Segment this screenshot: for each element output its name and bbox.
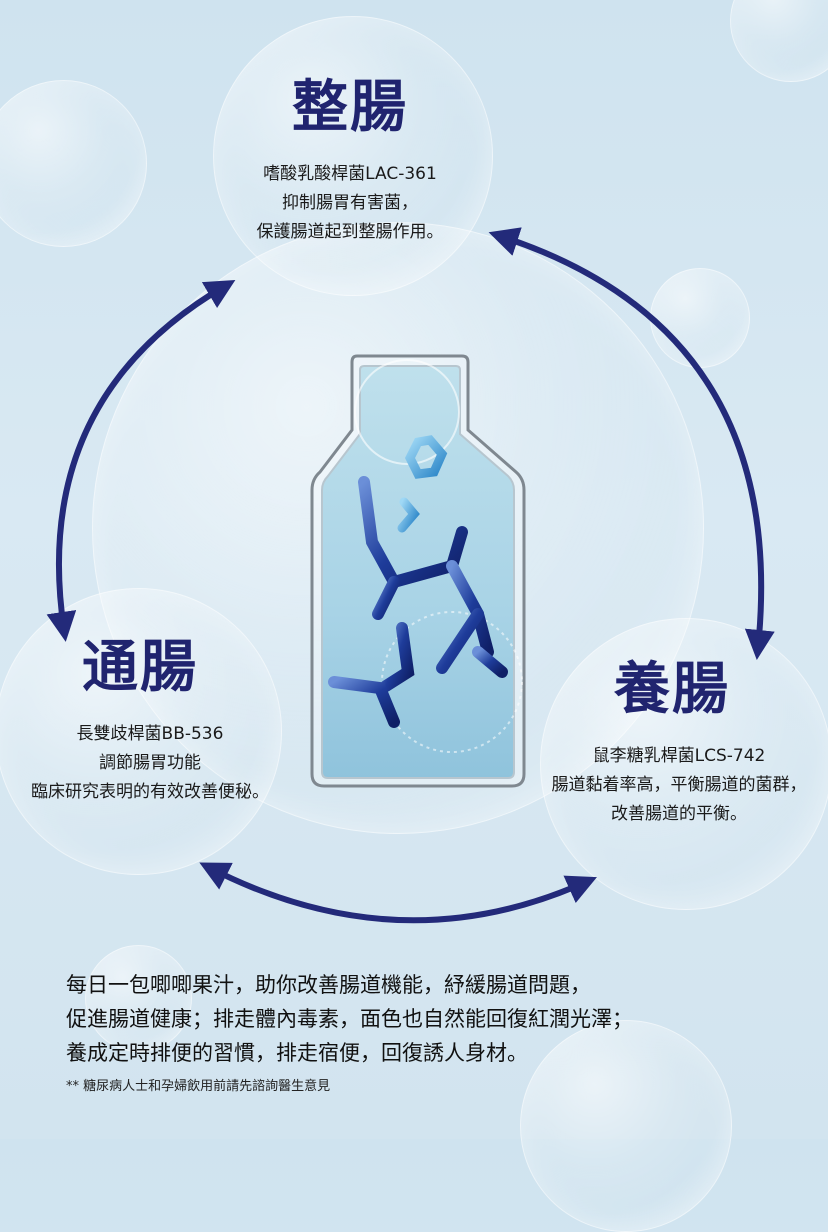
desc-left-line-1: 長雙歧桿菌BB-536: [76, 724, 224, 744]
desc-top-line-2: 抑制腸胃有害菌，: [282, 193, 418, 213]
bubble-bottom-left: [85, 945, 192, 1052]
title-left: 通腸: [82, 635, 198, 700]
title-top: 整腸: [292, 75, 408, 140]
footer-line-2: 促進腸道健康；排走體內毒素，面色也自然能回復紅潤光澤；: [66, 1007, 633, 1031]
health-note: ** 糖尿病人士和孕婦飲用前請先諮詢醫生意見: [66, 1079, 331, 1094]
desc-right-line-3: 改善腸道的平衡。: [611, 804, 747, 824]
desc-right-line-2: 腸道黏着率高，平衡腸道的菌群，: [551, 775, 807, 795]
juice-pouch-illustration: [310, 354, 526, 788]
cycle-arrow-icon: [46, 227, 775, 924]
bubble-right: [540, 618, 828, 910]
bubble-top: [213, 16, 493, 296]
bubble-left-top: [0, 80, 147, 247]
desc-top: 嗜酸乳酸桿菌LAC-361 抑制腸胃有害菌， 保護腸道起到整腸作用。: [200, 160, 500, 247]
desc-top-line-1: 嗜酸乳酸桿菌LAC-361: [263, 164, 437, 184]
desc-top-line-3: 保護腸道起到整腸作用。: [256, 222, 444, 242]
desc-right: 鼠李糖乳桿菌LCS-742 腸道黏着率高，平衡腸道的菌群， 改善腸道的平衡。: [530, 742, 828, 829]
desc-left-line-2: 調節腸胃功能: [99, 753, 201, 773]
desc-left-line-3: 臨床研究表明的有效改善便秘。: [31, 782, 269, 802]
footer-line-1: 每日一包唧唧果汁，助你改善腸道機能，紓緩腸道問題，: [66, 973, 591, 997]
desc-right-line-1: 鼠李糖乳桿菌LCS-742: [592, 746, 766, 766]
footer-line-3: 養成定時排便的習慣，排走宿便，回復誘人身材。: [66, 1041, 528, 1065]
footer-paragraph: 每日一包唧唧果汁，助你改善腸道機能，紓緩腸道問題， 促進腸道健康；排走體內毒素，…: [66, 968, 633, 1070]
desc-left: 長雙歧桿菌BB-536 調節腸胃功能 臨床研究表明的有效改善便秘。: [0, 720, 300, 807]
title-right: 養腸: [614, 657, 730, 722]
